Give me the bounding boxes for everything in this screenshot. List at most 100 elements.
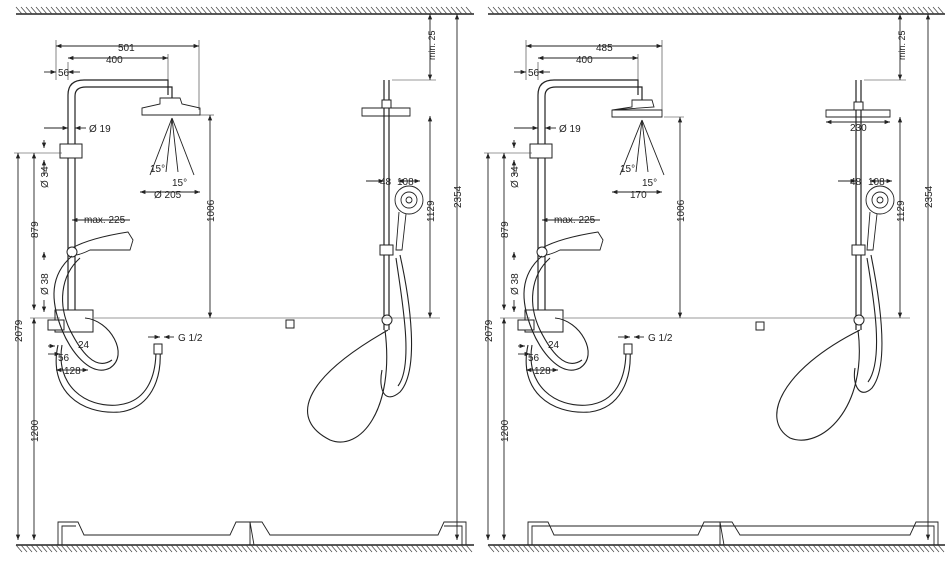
hatch-mark [460, 6, 468, 15]
hatch-mark [812, 6, 820, 15]
hatch-mark [430, 6, 438, 15]
hatch-mark [487, 6, 495, 15]
hatch-mark [360, 544, 368, 553]
hatch-mark [902, 544, 910, 553]
dim-height-rail: 879 [500, 221, 511, 238]
hatch-mark [355, 6, 363, 15]
hatch-mark [497, 544, 505, 553]
hatch-mark [355, 544, 363, 553]
drawing-right: 485 400 56 Ø 19 Ø 34 15° 15° 170 230 max… [484, 6, 945, 553]
hatch-mark [707, 6, 715, 15]
hatch-mark [712, 544, 720, 553]
hatch-mark [465, 544, 473, 553]
ceiling-hatch-right [487, 6, 945, 15]
hatch-mark [697, 544, 705, 553]
dim-mixer-b: 56 [58, 353, 70, 364]
hatch-mark [350, 544, 358, 553]
hatch-mark [435, 6, 443, 15]
hatch-mark [60, 6, 68, 15]
dimensions-left [14, 14, 460, 540]
hatch-mark [532, 544, 540, 553]
hatch-mark [547, 6, 555, 15]
dim-total-from-mixer: 2079 [484, 319, 495, 342]
hatch-mark [772, 6, 780, 15]
hatch-mark [335, 544, 343, 553]
hatch-mark [687, 544, 695, 553]
hatch-mark [507, 544, 515, 553]
hatch-mark [637, 544, 645, 553]
hatch-mark [802, 544, 810, 553]
hatch-mark [517, 544, 525, 553]
hatch-mark [542, 6, 550, 15]
hatch-mark [822, 6, 830, 15]
hatch-mark [662, 6, 670, 15]
hatch-mark [597, 6, 605, 15]
hatch-mark [517, 6, 525, 15]
dim-head-to-mixer: 1129 [896, 200, 907, 222]
dim-bar-diam-bottom: Ø 38 [40, 273, 51, 295]
hatch-mark [35, 544, 43, 553]
hatch-mark [842, 544, 850, 553]
dim-bar-diam-top: Ø 34 [40, 166, 51, 188]
hatch-mark [677, 6, 685, 15]
hatch-mark [807, 6, 815, 15]
hatch-mark [542, 544, 550, 553]
hatch-mark [410, 544, 418, 553]
hatch-mark [567, 544, 575, 553]
hatch-mark [300, 544, 308, 553]
dim-mixer-a: 24 [548, 340, 560, 351]
hatch-mark [617, 6, 625, 15]
hatch-mark [562, 6, 570, 15]
hatch-mark [465, 6, 473, 15]
hatch-mark [295, 544, 303, 553]
hatch-mark [887, 544, 895, 553]
hatch-mark [757, 6, 765, 15]
hatch-mark [722, 6, 730, 15]
hatch-mark [285, 544, 293, 553]
hatch-mark [330, 6, 338, 15]
hatch-mark [385, 6, 393, 15]
hatch-mark [290, 6, 298, 15]
hatch-mark [25, 6, 33, 15]
hatch-mark [602, 6, 610, 15]
hatch-mark [537, 544, 545, 553]
hatch-mark [527, 544, 535, 553]
hatch-mark [240, 544, 248, 553]
hatch-mark [937, 6, 945, 15]
dim-total-height: 2354 [453, 185, 464, 208]
dim-arm: 400 [106, 55, 123, 66]
hatch-mark [812, 544, 820, 553]
dim-reach: max. 225 [554, 215, 596, 226]
hatch-mark [622, 6, 630, 15]
hatch-mark [832, 544, 840, 553]
hatch-mark [380, 6, 388, 15]
hatch-mark [732, 6, 740, 15]
hatch-mark [597, 544, 605, 553]
dim-pipe-diam: Ø 19 [89, 124, 111, 135]
hatch-mark [35, 6, 43, 15]
hatch-mark [435, 544, 443, 553]
hatch-mark [672, 6, 680, 15]
hatch-mark [180, 6, 188, 15]
hatch-mark [747, 544, 755, 553]
hatch-mark [460, 544, 468, 553]
hatch-mark [747, 6, 755, 15]
hatch-mark [190, 544, 198, 553]
hatch-mark [817, 544, 825, 553]
hatch-mark [657, 6, 665, 15]
hatch-mark [30, 6, 38, 15]
hatch-mark [882, 6, 890, 15]
hatch-mark [807, 544, 815, 553]
hatch-mark [742, 544, 750, 553]
hatch-mark [607, 6, 615, 15]
hatch-mark [892, 544, 900, 553]
hatch-mark [25, 544, 33, 553]
hatch-mark [677, 544, 685, 553]
hatch-mark [250, 544, 258, 553]
hatch-mark [752, 6, 760, 15]
hatch-mark [415, 6, 423, 15]
hatch-mark [512, 6, 520, 15]
hatch-mark [310, 6, 318, 15]
hatch-mark [642, 544, 650, 553]
hatch-mark [687, 6, 695, 15]
